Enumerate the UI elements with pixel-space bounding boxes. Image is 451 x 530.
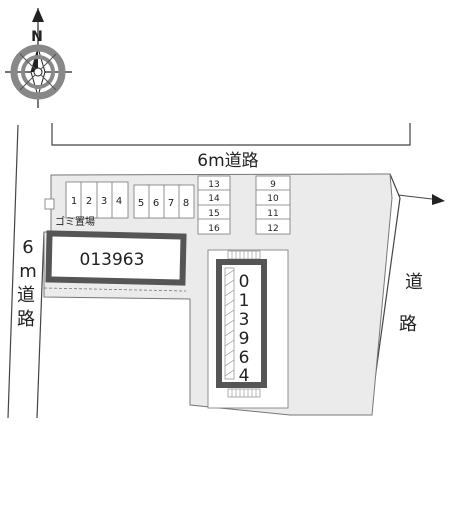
building-east-id-char-5: 4 <box>239 366 250 386</box>
parking-space-16: 16 <box>208 224 220 234</box>
parking-space-9: 9 <box>270 180 276 190</box>
road-label-top: 6m道路 <box>197 151 258 171</box>
compass-icon: N <box>5 8 72 108</box>
parking-col-right: 9 10 11 12 <box>255 175 291 235</box>
parking-space-4: 4 <box>116 196 122 207</box>
road-label-right-0: 道 <box>405 272 423 293</box>
garbage-area: ゴミ置場 <box>44 198 95 228</box>
building-east-id-char-2: 3 <box>239 310 250 330</box>
parking-row-b: 5 6 7 8 <box>133 184 195 219</box>
parking-space-12: 12 <box>267 224 278 234</box>
road-arrow-icon <box>432 194 445 205</box>
road-edge-top <box>51 123 411 146</box>
building-west: 013963 <box>43 230 187 292</box>
parking-space-6: 6 <box>153 198 159 209</box>
building-east: 0 1 3 9 6 4 <box>207 249 289 409</box>
road-edge-left-outer <box>7 124 19 419</box>
garbage-bin-icon <box>44 198 55 210</box>
parking-space-15: 15 <box>208 209 219 219</box>
building-east-id-char-4: 6 <box>239 348 250 368</box>
garbage-area-label: ゴミ置場 <box>55 215 95 228</box>
parking-space-3: 3 <box>101 196 107 207</box>
building-east-id-char-3: 9 <box>239 329 250 349</box>
parking-space-10: 10 <box>267 194 279 204</box>
building-west-id: 013963 <box>80 250 145 270</box>
parking-space-8: 8 <box>183 198 189 209</box>
parking-space-14: 14 <box>208 194 220 204</box>
building-east-id-char-1: 1 <box>239 291 250 311</box>
road-label-left-2: 道 <box>17 285 35 306</box>
parking-space-11: 11 <box>267 209 278 219</box>
parking-space-1: 1 <box>71 196 77 207</box>
road-label-left-3: 路 <box>17 309 35 330</box>
parking-space-2: 2 <box>86 196 92 207</box>
road-label-left-1: m <box>19 261 37 282</box>
parking-col-left: 13 14 15 16 <box>197 175 231 235</box>
north-label: N <box>31 29 43 45</box>
parking-space-13: 13 <box>208 180 219 190</box>
parking-space-7: 7 <box>168 198 174 209</box>
parking-row-a: 1 2 3 4 <box>65 181 129 219</box>
road-label-right-1: 路 <box>399 314 417 335</box>
road-arrow-line <box>397 194 433 200</box>
road-label-left-0: 6 <box>22 237 33 258</box>
building-east-id-char-0: 0 <box>239 272 250 292</box>
road-edge-left-inner <box>36 231 45 419</box>
parking-space-5: 5 <box>138 198 144 209</box>
